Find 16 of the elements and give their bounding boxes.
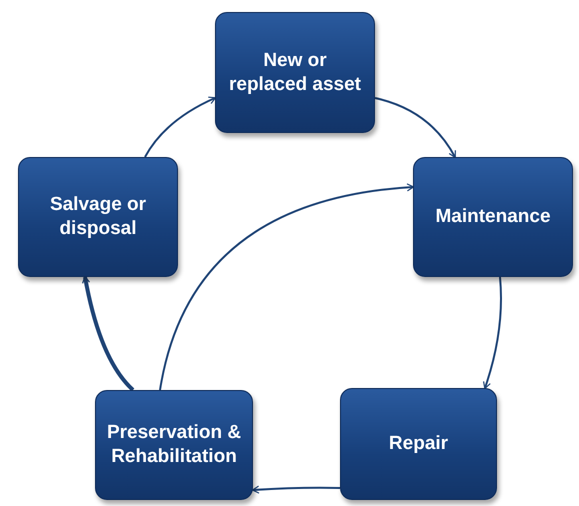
process-box bbox=[215, 12, 375, 133]
process-box bbox=[95, 390, 253, 500]
box-label: Repair bbox=[388, 432, 448, 456]
arrow bbox=[252, 486, 340, 494]
box-label: Salvage or disposal bbox=[48, 193, 148, 241]
process-box bbox=[18, 157, 178, 277]
process-box bbox=[340, 388, 497, 500]
box-label: Maintenance bbox=[435, 205, 551, 229]
arrow bbox=[482, 276, 502, 390]
arrow bbox=[82, 276, 134, 392]
arrow bbox=[144, 96, 216, 158]
arrow bbox=[159, 183, 414, 390]
box-label: Preservation & Rehabilitation bbox=[106, 421, 242, 469]
box-label: New or replaced asset bbox=[228, 48, 362, 96]
process-box bbox=[413, 157, 573, 277]
arrow bbox=[374, 97, 456, 158]
